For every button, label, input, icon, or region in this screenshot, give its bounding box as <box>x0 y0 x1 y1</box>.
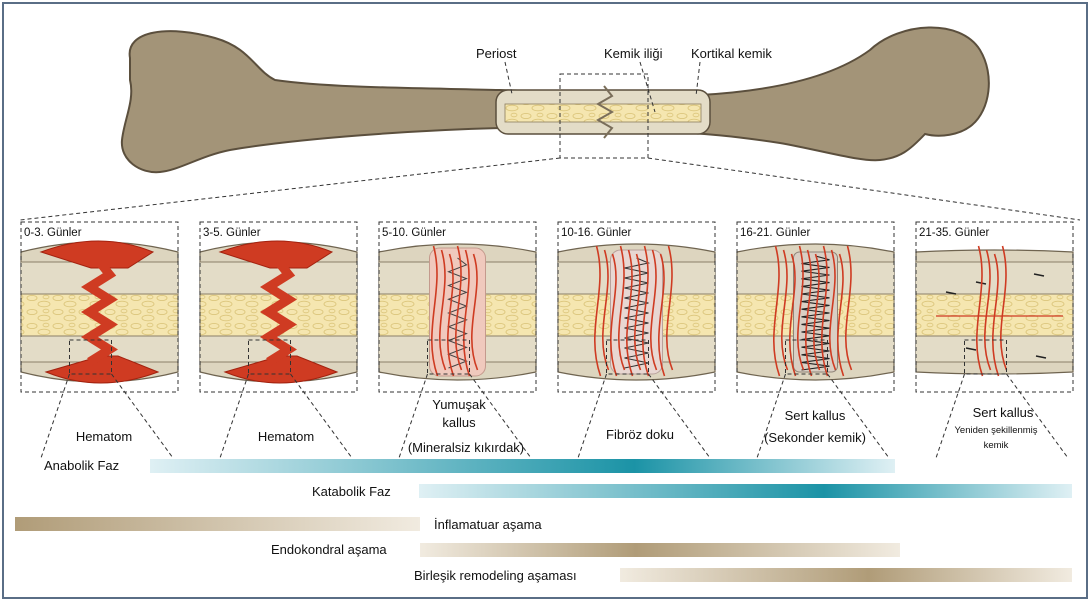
label-inflamatuar: İnflamatuar aşama <box>434 517 542 532</box>
stage-caption: Yumuşak <box>432 397 486 412</box>
stage-caption: Fibröz doku <box>606 427 674 442</box>
panel-5: 16-21. Günler <box>737 222 894 392</box>
caption-leader-left <box>936 374 965 458</box>
caption-leader-right <box>112 374 174 458</box>
panel-6: 21-35. Günler <box>916 222 1073 392</box>
healing-stage-panels: 0-3. Günler 3-5. Günler 5-10. Günler 10-16.… <box>21 222 1073 392</box>
label-endokondral: Endokondral aşama <box>271 542 387 557</box>
stage-caption: kemik <box>984 440 1009 451</box>
label-remodeling: Birleşik remodeling aşaması <box>414 568 577 583</box>
bar-anabolik-faz <box>150 459 895 473</box>
panel-days-label: 16-21. Günler <box>740 227 810 239</box>
caption-leader-right <box>649 374 711 458</box>
caption-leader-left <box>578 374 607 458</box>
panel-2: 3-5. Günler <box>200 222 357 392</box>
caption-leader-right <box>291 374 353 458</box>
stage-caption: kallus <box>442 415 476 430</box>
bar-remodeling <box>620 568 1072 582</box>
stage-captions: Hematom Hematom Yumuşak kallus (Mineralsiz k… <box>41 374 1068 458</box>
panel-days-label: 21-35. Günler <box>919 227 989 239</box>
bar-katabolik-faz <box>419 484 1072 498</box>
bar-inflamatuar <box>15 517 420 531</box>
panel-days-label: 0-3. Günler <box>24 227 82 239</box>
phase-bars: Anabolik Faz Katabolik Faz İnflamatuar a… <box>15 458 1072 583</box>
caption-leader-left <box>757 374 786 458</box>
label-kortikal-kemik: Kortikal kemik <box>691 46 772 61</box>
panel-days-label: 10-16. Günler <box>561 227 631 239</box>
panel-1: 0-3. Günler <box>21 222 178 392</box>
zoom-guide-right <box>648 158 1080 220</box>
label-anabolik-faz: Anabolik Faz <box>44 458 119 473</box>
caption-leader-left <box>41 374 70 458</box>
panel-4: 10-16. Günler <box>558 222 715 392</box>
stage-caption: (Mineralsiz kıkırdak) <box>408 440 524 455</box>
zoom-guide-left <box>20 158 560 220</box>
bar-endokondral <box>420 543 900 557</box>
stage-caption: Yeniden şekillenmiş <box>954 425 1037 436</box>
label-katabolik-faz: Katabolik Faz <box>312 484 391 499</box>
label-periost: Periost <box>476 46 517 61</box>
stage-caption: Sert kallus <box>785 408 846 423</box>
stage-caption: Hematom <box>76 429 132 444</box>
stage-caption: Sert kallus <box>973 405 1034 420</box>
panel-days-label: 5-10. Günler <box>382 227 446 239</box>
femur-illustration: Periost Kemik iliği Kortikal kemik <box>20 27 1080 220</box>
caption-leader-left <box>220 374 249 458</box>
stage-caption: Hematom <box>258 429 314 444</box>
panel-days-label: 3-5. Günler <box>203 227 261 239</box>
stage-caption: (Sekonder kemik) <box>764 430 866 445</box>
panel-3: 5-10. Günler <box>379 222 536 392</box>
label-kemik-iligi: Kemik iliği <box>604 46 663 61</box>
